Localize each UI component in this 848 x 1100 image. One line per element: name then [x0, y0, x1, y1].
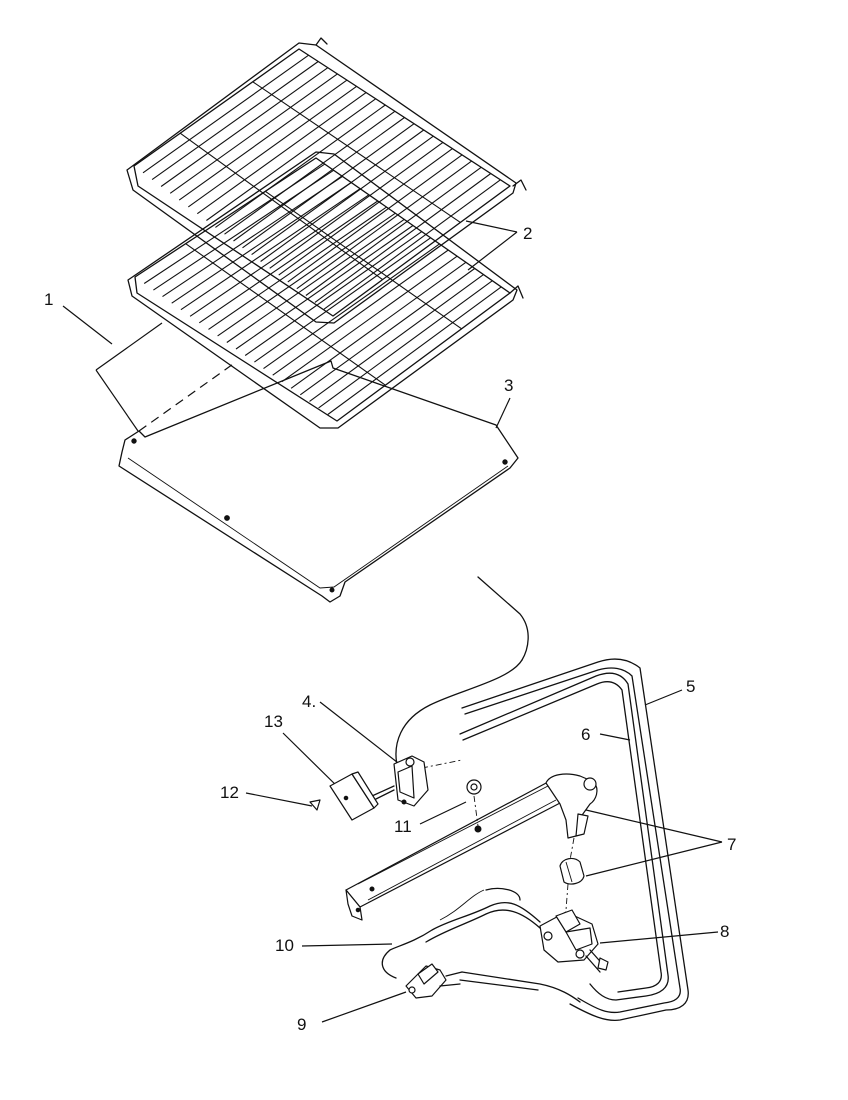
lower-oven-rack [127, 151, 524, 429]
callout-1: 1 [44, 290, 53, 309]
callout-5: 5 [686, 677, 695, 696]
screw [309, 799, 321, 811]
burner-tube-assembly [345, 576, 689, 1022]
callout-11: 11 [394, 817, 412, 836]
callout-8: 8 [720, 922, 729, 941]
callout-3: 3 [504, 376, 513, 395]
valve-bracket [329, 771, 379, 821]
callout-9: 9 [297, 1015, 306, 1034]
igniter-wire [381, 887, 541, 979]
callout-12: 12 [220, 783, 239, 802]
igniter [405, 963, 581, 1003]
callout-2: 2 [523, 224, 532, 243]
callout-6: 6 [581, 725, 590, 744]
callout-7: 7 [727, 835, 736, 854]
callout-labels: 1 2 3 4. 5 6 7 8 9 10 11 12 13 [44, 224, 736, 1034]
oven-bottom-panel [118, 360, 519, 603]
callout-10: 10 [275, 936, 294, 955]
callout-13: 13 [264, 712, 283, 731]
safety-valve [539, 909, 609, 973]
callout-4: 4. [302, 692, 316, 711]
thermostat-valve [371, 755, 429, 807]
